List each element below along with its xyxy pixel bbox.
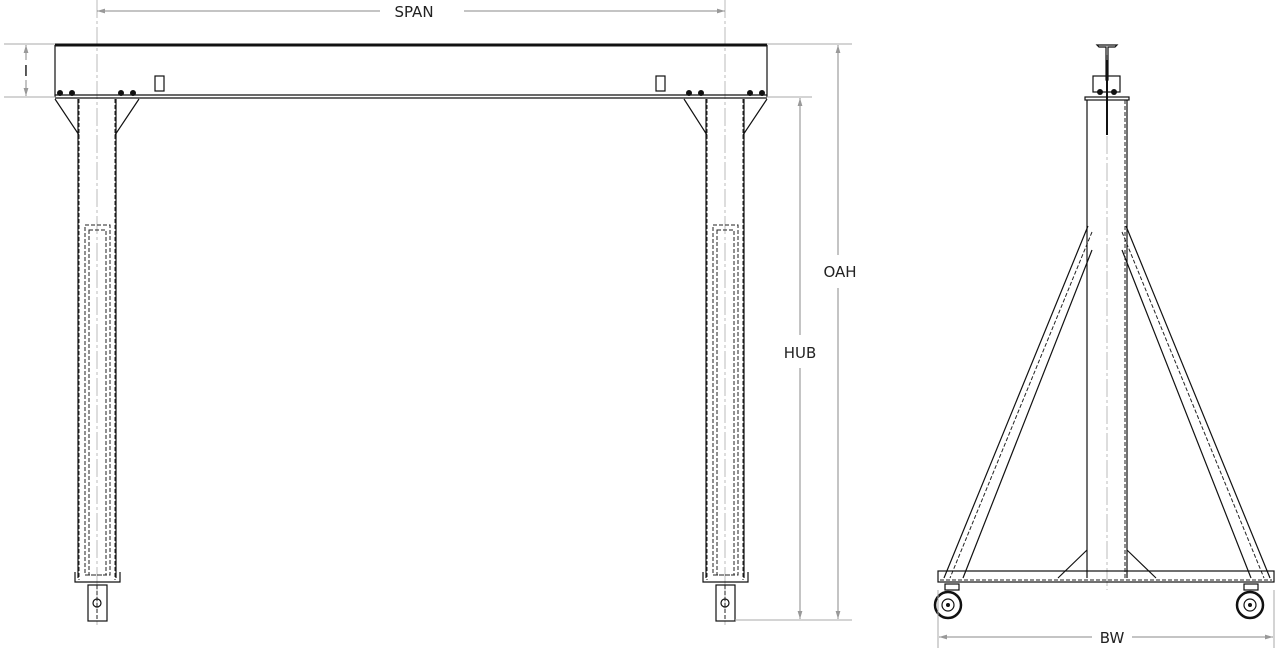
side-view: BW [933,44,1275,648]
caster-wheel-right [1235,583,1265,620]
caster-wheel-left [933,583,963,620]
left-leg [54,98,140,622]
bw-label: BW [1100,629,1125,647]
hub-label: HUB [784,344,817,362]
beam [54,43,768,99]
bw-dimension: BW [937,590,1275,648]
beam-height-label: I [24,62,28,80]
oah-label: OAH [823,263,856,281]
span-label: SPAN [394,3,433,21]
span-dimension: SPAN [97,3,725,21]
base-bar [937,570,1275,583]
beam-height-dimension: I [4,43,55,98]
front-view: SPAN I HUB OAH [4,0,857,625]
hub-dimension: HUB [735,96,852,621]
braces [943,225,1271,579]
oah-dimension: OAH [767,43,857,619]
right-leg [683,98,768,622]
